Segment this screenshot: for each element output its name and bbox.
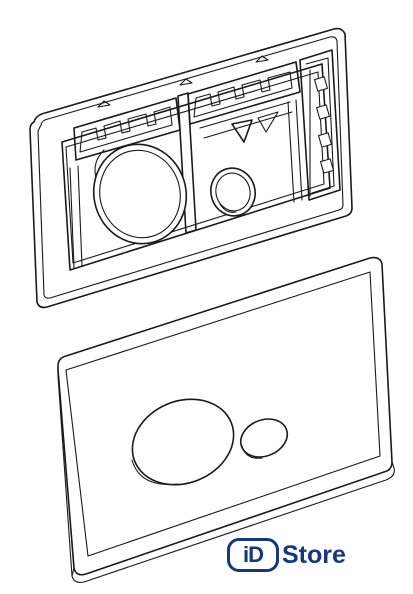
logo-word: Store (282, 540, 346, 569)
frame-large-flush-button (92, 143, 188, 245)
mounting-frame (29, 27, 353, 309)
frame-small-flush-button (210, 167, 256, 217)
logo-badge: iD (227, 538, 279, 572)
cover-small-button (239, 418, 289, 459)
store-logo: iD Store (227, 537, 346, 573)
logo-badge-text: iD (243, 542, 264, 567)
cover-large-button (131, 398, 235, 486)
